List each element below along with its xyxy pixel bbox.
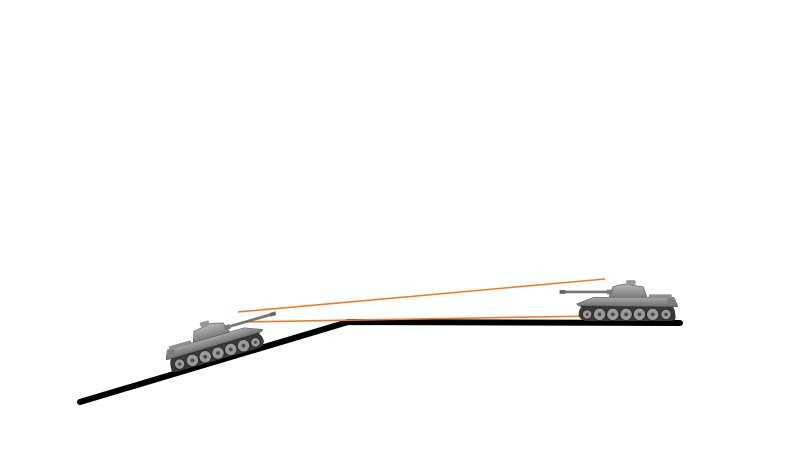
ground-line xyxy=(77,319,683,405)
tank-icon xyxy=(559,279,678,322)
sightline-lower xyxy=(241,315,593,323)
sightline-upper xyxy=(237,278,606,313)
